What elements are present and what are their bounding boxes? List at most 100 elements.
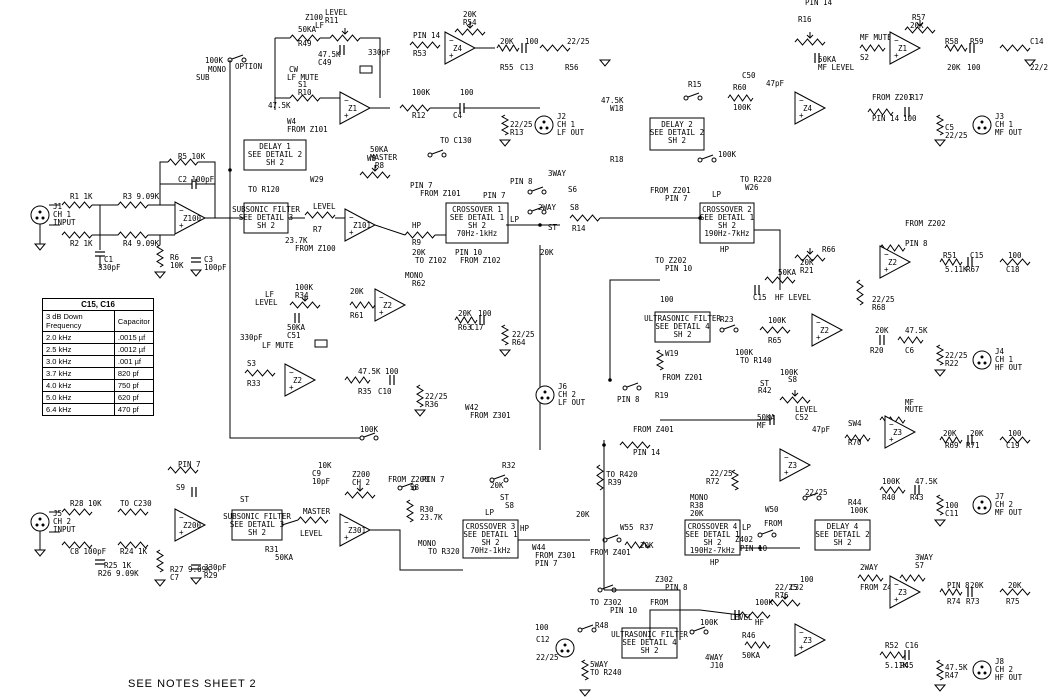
switch-contact — [541, 189, 547, 195]
component-label: R35 — [358, 387, 372, 396]
switch-lever — [493, 474, 506, 480]
component-label: MF — [757, 421, 767, 430]
component-label: R25 1K — [104, 561, 132, 570]
component-label: R54 — [463, 18, 477, 27]
component-label: R55 — [500, 63, 514, 72]
component-label: HF LEVEL — [775, 293, 812, 302]
component-label: R13 — [510, 128, 524, 137]
component-label: ST — [500, 493, 510, 502]
polarity-label: − — [349, 213, 354, 222]
component-label: Z200 — [352, 470, 371, 479]
op-amp-z2-hf — [879, 245, 912, 279]
resistor — [349, 301, 376, 309]
component-label: 20K — [500, 37, 514, 46]
component-label: C19 — [1006, 441, 1020, 450]
crossover-label: LP — [742, 523, 752, 532]
switch-contact — [622, 385, 628, 391]
component-label: TO R140 — [740, 356, 772, 365]
resistor — [857, 574, 884, 582]
switch-contact — [359, 435, 365, 441]
component-label: ST — [548, 223, 558, 232]
polarity-label: + — [889, 435, 894, 444]
component-label: 100K — [412, 88, 431, 97]
delay-block-2-text: DELAY 2 — [661, 120, 693, 129]
resistor — [61, 201, 93, 209]
switch-lever — [723, 324, 736, 330]
component-label: TO C130 — [440, 136, 472, 145]
component-label: PIN 8 — [947, 581, 970, 590]
component-label: R3 9.09K — [123, 192, 160, 201]
delay-block-4 — [814, 519, 871, 551]
component-label: R30 — [420, 505, 434, 514]
jack-pin — [977, 361, 981, 365]
potentiometer-wiper — [356, 485, 364, 492]
polarity-label: − — [889, 420, 894, 429]
component-label: S3 — [247, 359, 256, 368]
switch-lever — [581, 624, 594, 630]
crossover-block-3 — [462, 519, 519, 559]
component-label: W18 — [610, 104, 624, 113]
amp-label: Z4 — [453, 44, 463, 53]
component-label: LEVEL — [325, 8, 348, 17]
component-label: C14 — [1030, 37, 1044, 46]
wire — [281, 519, 299, 526]
switch-contact — [489, 477, 495, 483]
component-label: W42 — [465, 403, 479, 412]
op-amp-z3-mf — [884, 415, 917, 449]
potentiometer-wiper — [916, 20, 924, 27]
polarity-label: + — [816, 333, 821, 342]
switch-contact — [527, 209, 533, 215]
component-label: R68 — [872, 303, 886, 312]
component-label: MONO — [418, 539, 437, 548]
component-label: FROM Z401 — [590, 548, 631, 557]
amp-label: Z3 — [803, 636, 812, 645]
hf-out-jack-ch1 — [972, 350, 992, 370]
resistor — [655, 349, 665, 371]
jack-pin — [540, 396, 544, 400]
component-label: R58 — [945, 37, 959, 46]
hf-out-jack-ch1-label: J4 — [995, 347, 1005, 356]
polarity-label: − — [344, 96, 349, 105]
component-label: R14 — [572, 224, 586, 233]
component-label: 10K — [170, 261, 184, 270]
amp-label: Z3 — [893, 428, 902, 437]
resistor — [117, 508, 149, 516]
switch-lever — [431, 149, 444, 155]
component-label: 20K — [970, 429, 984, 438]
component-label: PIN 14 — [805, 0, 833, 7]
component-label: 22/25 — [512, 330, 535, 339]
col-capacitor: Capacitor — [113, 310, 155, 332]
input-jack-ch1 — [30, 205, 50, 225]
component-label: R8 — [375, 161, 385, 170]
component-label: C5 — [945, 123, 954, 132]
ground-symbol — [153, 579, 167, 587]
component-label: 20K — [947, 63, 961, 72]
component-label: 3WAY — [548, 169, 567, 178]
jack-pin — [560, 649, 564, 653]
component-label: C52 — [795, 413, 809, 422]
component-label: ST — [240, 495, 250, 504]
component-label: R5 10K — [178, 152, 206, 161]
potentiometer-wiper — [371, 165, 379, 172]
component-label: PIN 10 — [610, 606, 638, 615]
cell: .0015 µf — [113, 331, 155, 344]
subsonic-filter-block-2-text: SUBSONIC FILTER — [223, 512, 291, 521]
switch-lever — [606, 534, 619, 540]
component-label: R6 — [170, 253, 180, 262]
component-label: 100 — [535, 623, 549, 632]
delay-block-2 — [649, 117, 705, 151]
hf-out-jack-ch2-label: J8 — [995, 657, 1005, 666]
component-label: R73 — [966, 597, 980, 606]
component-label: R57 — [912, 13, 926, 22]
component-label: C7 — [170, 573, 179, 582]
component-label: C6 — [905, 346, 915, 355]
resistor — [344, 376, 371, 384]
component-label: 100K — [295, 283, 314, 292]
crossover-block-2-text: 190Hz-7kHz — [704, 229, 749, 238]
component-label: PIN 10 — [665, 264, 693, 273]
component-label: FROM Z201 — [662, 373, 703, 382]
component-label: 47.5K — [318, 50, 341, 59]
component-label: LEVEL — [730, 613, 753, 622]
